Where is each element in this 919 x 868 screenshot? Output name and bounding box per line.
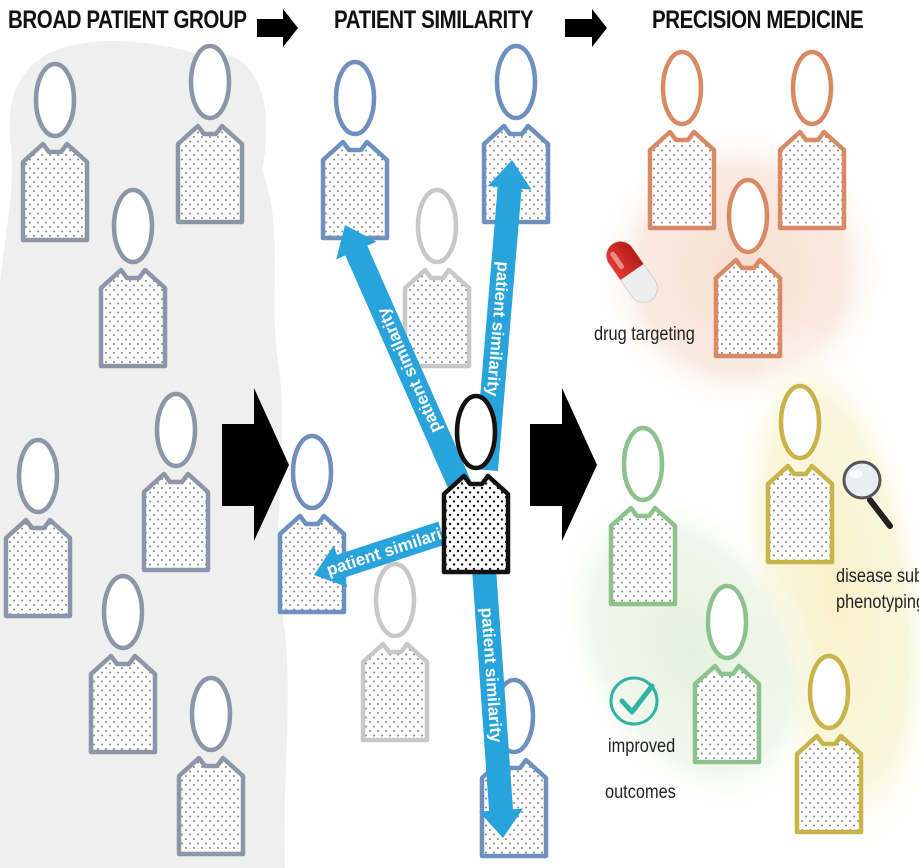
orange-cluster-patient-1 xyxy=(647,49,717,231)
head-outline xyxy=(373,561,417,639)
orange-cluster-patient-3 xyxy=(713,177,783,359)
body-outline xyxy=(98,267,168,369)
head-outline xyxy=(101,573,145,651)
dissimilar-patient-1 xyxy=(402,187,472,369)
pill-icon xyxy=(606,241,658,303)
green-cluster-patient-1 xyxy=(608,425,678,607)
body-outline xyxy=(141,471,211,573)
body-outline xyxy=(176,755,246,857)
head-outline xyxy=(660,49,704,127)
orange-cluster-patient-2 xyxy=(777,49,847,231)
broad-patient-3 xyxy=(98,187,168,369)
head-outline xyxy=(189,675,233,753)
head-outline xyxy=(111,187,155,265)
improved-outcomes-label-line1: improved xyxy=(608,736,676,757)
body-outline xyxy=(777,129,847,231)
body-outline xyxy=(20,141,90,243)
big-arrow-2 xyxy=(530,388,597,541)
head-outline xyxy=(290,433,334,511)
disease-subphenotyping-label-line2: phenotyping xyxy=(836,592,919,613)
green-cluster-patient-2 xyxy=(692,583,762,765)
body-outline xyxy=(441,473,511,575)
head-outline xyxy=(705,583,749,661)
magnifier-icon xyxy=(842,460,893,529)
broad-patient-6 xyxy=(88,573,158,755)
body-outline xyxy=(692,663,762,765)
body-outline xyxy=(647,129,717,231)
broad-patient-4 xyxy=(141,391,211,573)
small-arrow-2 xyxy=(565,9,607,47)
drug-targeting-label: drug targeting xyxy=(594,324,695,345)
similar-patient-1 xyxy=(320,59,390,241)
body-outline xyxy=(360,641,430,743)
broad-group-background xyxy=(0,41,288,868)
arrow-shape xyxy=(474,160,532,472)
query-layer xyxy=(441,393,511,575)
head-outline xyxy=(494,43,538,121)
broad-patient-5 xyxy=(3,437,73,619)
head-outline xyxy=(790,49,834,127)
small-arrow-1 xyxy=(257,9,298,47)
yellow-cluster-patient-1 xyxy=(765,383,835,565)
body-outline xyxy=(3,517,73,619)
head-outline xyxy=(188,43,232,121)
panel-title-similarity: PATIENT SIMILARITY xyxy=(334,6,534,34)
body-outline xyxy=(765,463,835,565)
head-outline xyxy=(778,383,822,461)
head-outline xyxy=(807,653,851,731)
head-outline xyxy=(154,391,198,469)
body-outline xyxy=(320,139,390,241)
arrow-shape xyxy=(336,225,473,495)
arrow-shape xyxy=(314,521,446,588)
head-outline xyxy=(621,425,665,503)
body-outline xyxy=(88,653,158,755)
improved-outcomes-label-line2: outcomes xyxy=(605,782,676,803)
head-outline xyxy=(454,393,498,471)
big-arrow-1 xyxy=(222,388,289,541)
body-outline xyxy=(277,513,347,615)
dissimilar-patient-2 xyxy=(360,561,430,743)
body-outline xyxy=(402,267,472,369)
yellow-cluster-patient-2 xyxy=(794,653,864,835)
body-outline xyxy=(713,257,783,359)
arrow-shape xyxy=(470,539,523,838)
panel-title-precision: PRECISION MEDICINE xyxy=(652,6,864,34)
head-outline xyxy=(333,59,377,137)
people-layer xyxy=(3,43,864,859)
body-outline xyxy=(794,733,864,835)
body-outline xyxy=(175,123,245,225)
broad-patient-1 xyxy=(20,61,90,243)
head-outline xyxy=(726,177,770,255)
broad-patient-7 xyxy=(176,675,246,857)
body-outline xyxy=(608,505,678,607)
head-outline xyxy=(415,187,459,265)
disease-subphenotyping-label-line1: disease sub- xyxy=(836,566,919,587)
broad-patient-2 xyxy=(175,43,245,225)
head-outline xyxy=(33,61,77,139)
checkmark-icon xyxy=(609,676,659,726)
similar-patient-3 xyxy=(277,433,347,615)
query-patient xyxy=(441,393,511,575)
head-outline xyxy=(16,437,60,515)
panel-title-broad: BROAD PATIENT GROUP xyxy=(8,6,247,34)
